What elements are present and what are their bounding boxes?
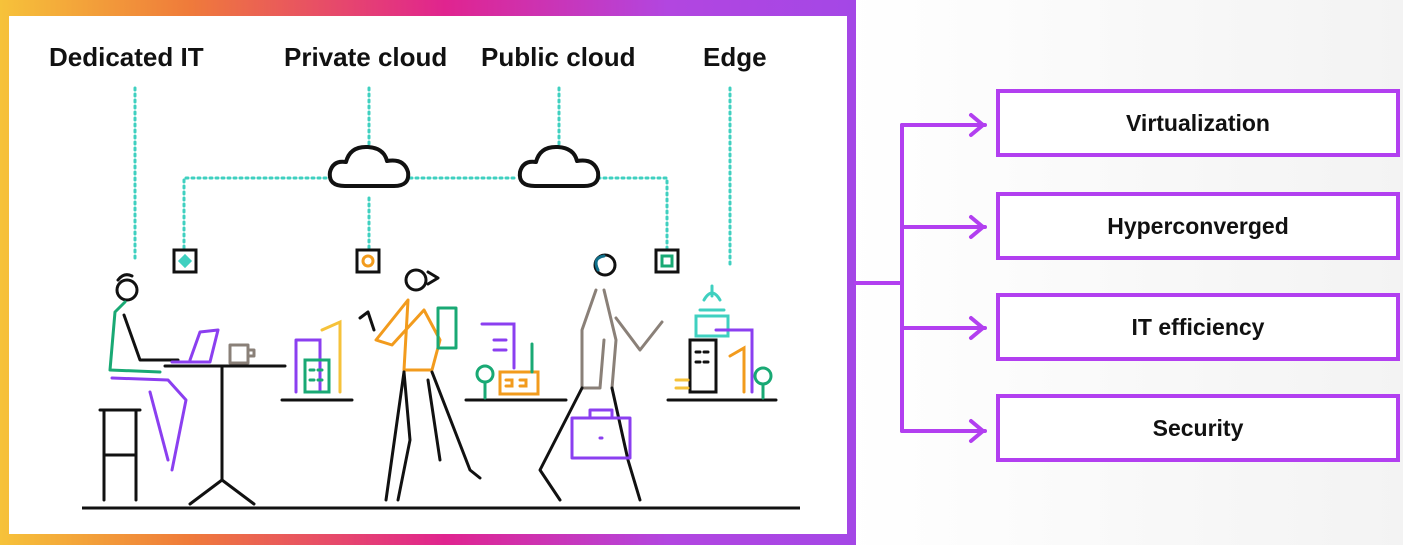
building-icon	[464, 322, 568, 402]
arrow-icon	[969, 113, 985, 137]
person-at-desk	[98, 273, 287, 506]
label-private-cloud: Private cloud	[284, 42, 448, 72]
outcome-label: IT efficiency	[1131, 313, 1265, 340]
arrow-icon	[969, 215, 985, 239]
building-icon	[666, 284, 778, 402]
cloud-icon	[517, 144, 601, 188]
briefcase-icon	[570, 408, 632, 460]
server-node-icon	[654, 248, 680, 274]
illustration-canvas	[9, 16, 847, 534]
building-icon	[280, 319, 354, 402]
laptop-icon	[170, 328, 220, 364]
label-edge: Edge	[703, 42, 767, 72]
arrow-icon	[969, 316, 985, 340]
arrow-icon	[969, 419, 985, 443]
dotted-connectors	[133, 86, 732, 270]
outcome-label: Security	[1152, 414, 1244, 441]
outcome-box-security: Security	[996, 394, 1400, 462]
label-public-cloud: Public cloud	[481, 42, 636, 72]
outcome-box-it-efficiency: IT efficiency	[996, 293, 1400, 361]
person-walking-backpack	[358, 268, 482, 502]
connector-bracket	[854, 113, 987, 443]
label-dedicated-it: Dedicated IT	[49, 42, 204, 72]
outcome-label: Virtualization	[1126, 109, 1270, 136]
person-walking-briefcase	[538, 253, 664, 502]
cloud-icon	[327, 144, 411, 188]
outcome-box-virtualization: Virtualization	[996, 89, 1400, 157]
server-node-icon	[355, 248, 381, 274]
outcome-box-hyperconverged: Hyperconverged	[996, 192, 1400, 260]
outcome-label: Hyperconverged	[1107, 212, 1289, 239]
server-node-icon	[172, 248, 198, 274]
